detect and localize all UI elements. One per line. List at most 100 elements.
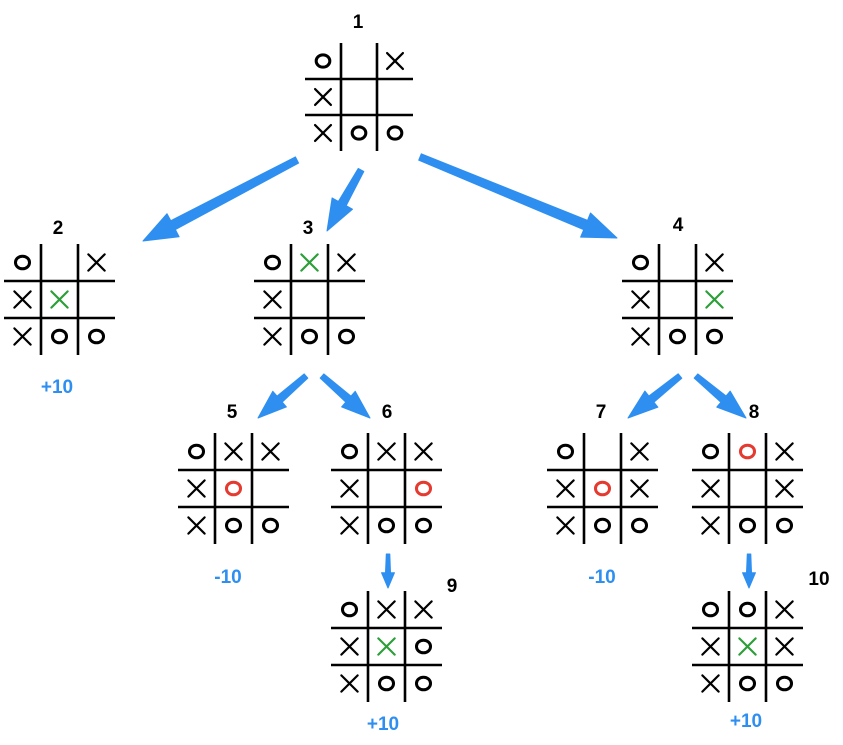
x-mark bbox=[701, 637, 720, 656]
board-grid bbox=[547, 433, 658, 544]
node-number-label: 6 bbox=[382, 402, 393, 423]
x-mark bbox=[340, 674, 359, 693]
node-4: 4 bbox=[622, 215, 733, 355]
x-stroke bbox=[50, 290, 69, 309]
x-stroke bbox=[385, 51, 405, 71]
o-mark bbox=[738, 675, 757, 692]
board-grid bbox=[331, 433, 442, 544]
board-grid bbox=[4, 244, 115, 355]
node-6: 6 bbox=[331, 402, 442, 544]
score-label: +10 bbox=[367, 714, 399, 735]
o-mark bbox=[631, 254, 650, 271]
x-stroke bbox=[631, 290, 650, 309]
x-stroke bbox=[414, 600, 433, 619]
node-3: 3 bbox=[254, 218, 365, 355]
arrow-1-to-3 bbox=[326, 168, 365, 232]
o-mark bbox=[350, 125, 368, 141]
x-stroke bbox=[377, 637, 396, 656]
node-7: 7-10 bbox=[547, 402, 658, 588]
x-mark bbox=[630, 479, 649, 498]
x-stroke bbox=[556, 479, 575, 498]
o-mark bbox=[50, 328, 69, 345]
x-stroke bbox=[705, 253, 724, 272]
node-5: 5-10 bbox=[178, 402, 289, 588]
o-mark bbox=[593, 480, 612, 497]
arrow-3-to-6 bbox=[319, 373, 371, 419]
x-stroke bbox=[701, 479, 720, 498]
x-mark bbox=[313, 123, 333, 143]
board-grid bbox=[622, 244, 733, 355]
o-mark bbox=[377, 517, 396, 534]
o-mark bbox=[300, 328, 319, 345]
x-stroke bbox=[414, 442, 433, 461]
score-label: +10 bbox=[41, 377, 73, 398]
o-mark bbox=[593, 517, 612, 534]
x-stroke bbox=[13, 290, 32, 309]
x-mark bbox=[340, 516, 359, 535]
o-mark bbox=[630, 517, 649, 534]
x-stroke bbox=[13, 327, 32, 346]
x-mark bbox=[50, 290, 69, 309]
o-mark bbox=[224, 517, 243, 534]
x-stroke bbox=[313, 87, 333, 107]
node-2: 2+10 bbox=[4, 218, 115, 398]
x-stroke bbox=[738, 637, 757, 656]
x-stroke bbox=[263, 290, 282, 309]
x-mark bbox=[261, 442, 280, 461]
o-mark bbox=[261, 517, 280, 534]
o-mark bbox=[414, 675, 433, 692]
x-mark bbox=[385, 51, 405, 71]
x-stroke bbox=[87, 253, 106, 272]
board-grid bbox=[692, 591, 803, 702]
x-mark bbox=[775, 600, 794, 619]
x-mark bbox=[13, 290, 32, 309]
arrow-4-to-7 bbox=[627, 373, 683, 419]
x-mark bbox=[340, 479, 359, 498]
o-mark bbox=[340, 601, 359, 618]
o-mark bbox=[377, 675, 396, 692]
x-mark bbox=[337, 253, 356, 272]
x-mark bbox=[313, 87, 333, 107]
x-stroke bbox=[313, 123, 333, 143]
x-mark bbox=[13, 327, 32, 346]
x-mark bbox=[705, 253, 724, 272]
arrow-6-to-9 bbox=[381, 553, 395, 589]
x-stroke bbox=[340, 479, 359, 498]
arrow-8-to-10 bbox=[742, 553, 756, 589]
x-mark bbox=[187, 516, 206, 535]
x-mark bbox=[224, 442, 243, 461]
node-number-label: 8 bbox=[749, 402, 760, 423]
x-stroke bbox=[775, 479, 794, 498]
x-mark bbox=[701, 674, 720, 693]
x-mark bbox=[340, 637, 359, 656]
o-mark bbox=[738, 601, 757, 618]
x-mark bbox=[631, 327, 650, 346]
x-stroke bbox=[187, 479, 206, 498]
edges-layer bbox=[142, 153, 756, 589]
o-mark bbox=[340, 443, 359, 460]
x-stroke bbox=[340, 516, 359, 535]
x-mark bbox=[187, 479, 206, 498]
o-mark bbox=[701, 601, 720, 618]
o-mark bbox=[13, 254, 32, 271]
x-stroke bbox=[775, 637, 794, 656]
x-stroke bbox=[340, 674, 359, 693]
arrow-3-to-5 bbox=[257, 373, 309, 419]
arrow-4-to-8 bbox=[693, 373, 747, 419]
o-mark bbox=[738, 443, 757, 460]
x-mark bbox=[630, 442, 649, 461]
node-number-label: 4 bbox=[673, 215, 684, 236]
x-stroke bbox=[630, 479, 649, 498]
x-stroke bbox=[300, 253, 319, 272]
board-grid bbox=[254, 244, 365, 355]
x-stroke bbox=[187, 516, 206, 535]
o-mark bbox=[705, 328, 724, 345]
node-number-label: 1 bbox=[353, 12, 364, 33]
x-mark bbox=[556, 516, 575, 535]
x-mark bbox=[775, 479, 794, 498]
x-mark bbox=[414, 442, 433, 461]
x-stroke bbox=[631, 327, 650, 346]
x-stroke bbox=[377, 600, 396, 619]
